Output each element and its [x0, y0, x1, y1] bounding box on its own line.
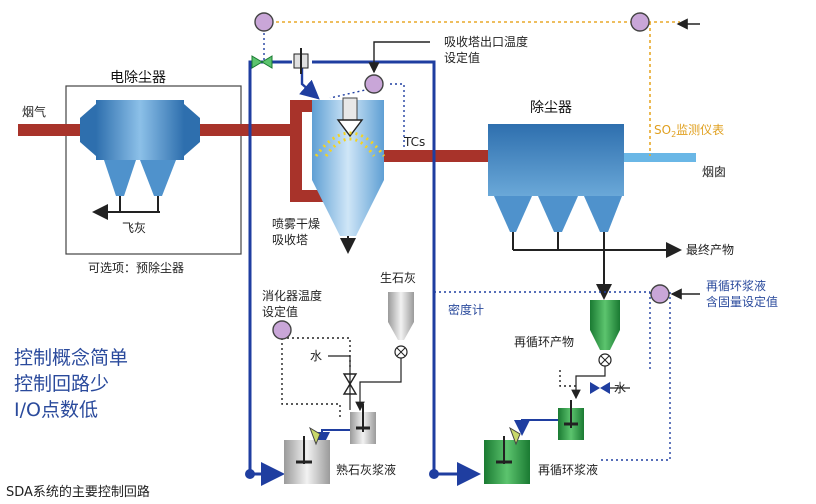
water-label-1: 水: [310, 349, 322, 363]
recycle-slurry-tank: [484, 426, 530, 484]
summary-line-2: 控制回路少: [14, 373, 109, 395]
temp-signal-line: [263, 28, 405, 150]
slaker-temp-label-1: 消化器温度: [262, 288, 322, 303]
baghouse-label: 除尘器: [530, 100, 572, 116]
fly-ash-label: 飞灰: [122, 221, 146, 235]
absorber-outlet-temp-label-1: 吸收塔出口温度: [444, 34, 528, 49]
summary-line-1: 控制概念简单: [14, 346, 128, 369]
temp-setpoint-arrow: [368, 41, 430, 74]
flue-duct-absorber-out: [384, 150, 494, 162]
so2-monitor-controller-icon[interactable]: [630, 12, 650, 32]
recycle-water-valve-icon[interactable]: [590, 382, 610, 394]
lime-hopper: [355, 292, 414, 412]
slaked-lime-slurry-label: 熟石灰浆液: [336, 462, 396, 477]
flue-gas-label: 烟气: [22, 104, 46, 119]
spray-dryer-label-1: 喷雾干燥: [272, 217, 320, 231]
summary-line-3: I/O点数低: [14, 399, 98, 421]
baghouse: [488, 124, 682, 300]
recycle-mix-tank: [514, 400, 584, 440]
spray-dryer-absorber: [312, 97, 386, 254]
flue-duct-inlet: [18, 124, 80, 136]
esp-label: 电除尘器: [110, 70, 166, 86]
lime-label: 生石灰: [380, 271, 416, 285]
slaker-tank: [314, 404, 376, 448]
slaker-temp-label-2: 设定值: [262, 304, 298, 319]
precollector-box: [65, 85, 242, 255]
so2-controller-icon[interactable]: [254, 12, 274, 32]
mixing-valve-icon[interactable]: [293, 48, 309, 74]
end-product-label: 最终产物: [686, 242, 734, 257]
absorber-temp-controller-icon[interactable]: [364, 74, 384, 94]
absorber-outlet-temp-label-2: 设定值: [444, 50, 480, 65]
spray-dryer-label-2: 吸收塔: [272, 233, 308, 247]
slaker-controller-icon[interactable]: [272, 320, 292, 340]
blue-loop-left: [248, 60, 292, 474]
pump-left: [245, 469, 255, 479]
density-controller-icon[interactable]: [650, 284, 670, 304]
recycle-slurry-label: 再循环浆液: [538, 462, 598, 477]
stack-duct: [624, 153, 696, 162]
slaker-signal-line: [281, 338, 341, 420]
optional-precollector-label: 可选项：预除尘器: [88, 260, 184, 275]
recycle-setpoint-label-1: 再循环浆液: [706, 278, 766, 293]
pump-right: [429, 469, 439, 479]
so2-monitor-label: SO2监测仪表: [654, 123, 724, 139]
so2-signal-line: [264, 21, 680, 156]
recycle-signal-line: [559, 370, 576, 387]
recycle-setpoint-label-2: 含固量设定值: [706, 294, 778, 309]
water-label-2: 水: [614, 381, 626, 395]
density-signal-line: [434, 291, 671, 461]
recycle-product-label: 再循环产物: [514, 335, 574, 349]
lime-feed-valve-icon[interactable]: [251, 55, 273, 69]
slaked-lime-slurry-tank: [284, 426, 330, 484]
blue-loop-right: [312, 60, 481, 486]
density-meter-label: 密度计: [448, 302, 484, 317]
recycle-product-hopper: [571, 300, 620, 400]
tcs-label: TCs: [403, 135, 425, 149]
stack-label: 烟囱: [702, 165, 726, 179]
footer-caption: SDA系统的主要控制回路: [6, 484, 150, 500]
electrostatic-precipitator: [80, 100, 200, 220]
